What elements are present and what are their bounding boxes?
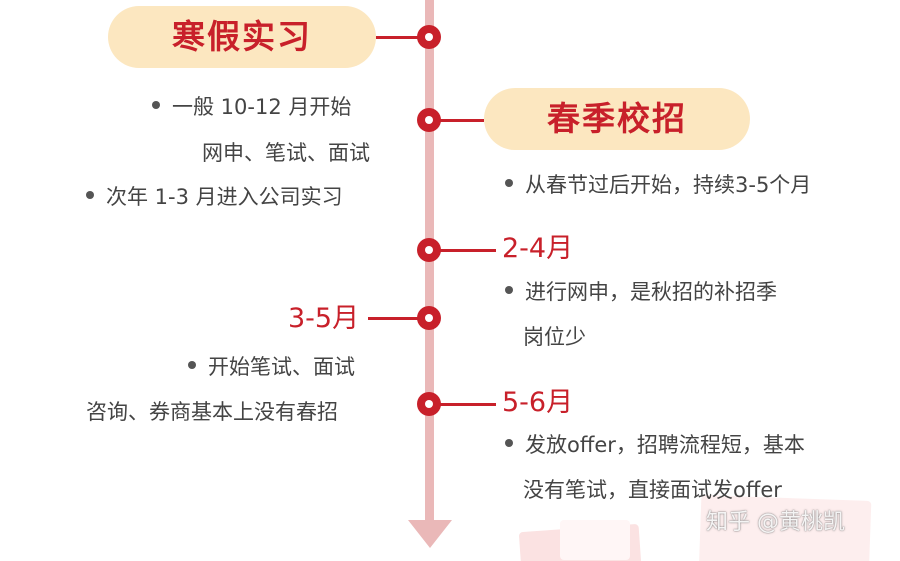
timeline-node	[417, 306, 441, 330]
stage-5-6-line-2: 没有笔试，直接面试发offer	[523, 478, 782, 502]
winter-intern-bullet-1-cont: 网申、笔试、面试	[202, 141, 370, 165]
timeline-axis	[425, 0, 434, 525]
decorative-square	[560, 520, 630, 560]
connector	[440, 403, 496, 406]
bullet-icon	[505, 179, 513, 187]
connector	[368, 317, 418, 320]
bullet-icon	[505, 439, 513, 447]
connector	[440, 249, 496, 252]
watermark: 知乎 @黄桃凯	[706, 510, 845, 535]
timeline-node	[417, 25, 441, 49]
timeline-node	[417, 238, 441, 262]
timeline-node	[417, 108, 441, 132]
bullet-icon	[86, 191, 94, 199]
bullet-icon	[505, 286, 513, 294]
stage-5-6-line-1: 发放offer，招聘流程短，基本	[505, 430, 805, 460]
spring-recruit-bullet-1: 从春节过后开始，持续3-5个月	[505, 170, 811, 200]
stage-3-5-line-2: 咨询、券商基本上没有春招	[86, 400, 338, 424]
winter-intern-bullet-1: 一般 10-12 月开始	[152, 92, 351, 122]
connector	[440, 119, 484, 122]
stage-3-5-label: 3-5月	[288, 303, 360, 334]
stage-3-5-line-1: 开始笔试、面试	[188, 352, 355, 382]
timeline-arrow-down-icon	[408, 520, 452, 548]
winter-intern-bullet-2: 次年 1-3 月进入公司实习	[86, 182, 343, 212]
connector	[376, 36, 418, 39]
stage-2-4-line-1: 进行网申，是秋招的补招季	[505, 277, 777, 307]
winter-intern-title: 寒假实习	[108, 6, 376, 68]
stage-5-6-label: 5-6月	[502, 387, 574, 418]
stage-2-4-line-2: 岗位少	[523, 325, 586, 349]
bullet-icon	[188, 361, 196, 369]
bullet-icon	[152, 101, 160, 109]
timeline-node	[417, 392, 441, 416]
spring-recruit-title: 春季校招	[484, 88, 750, 150]
stage-2-4-label: 2-4月	[502, 233, 574, 264]
